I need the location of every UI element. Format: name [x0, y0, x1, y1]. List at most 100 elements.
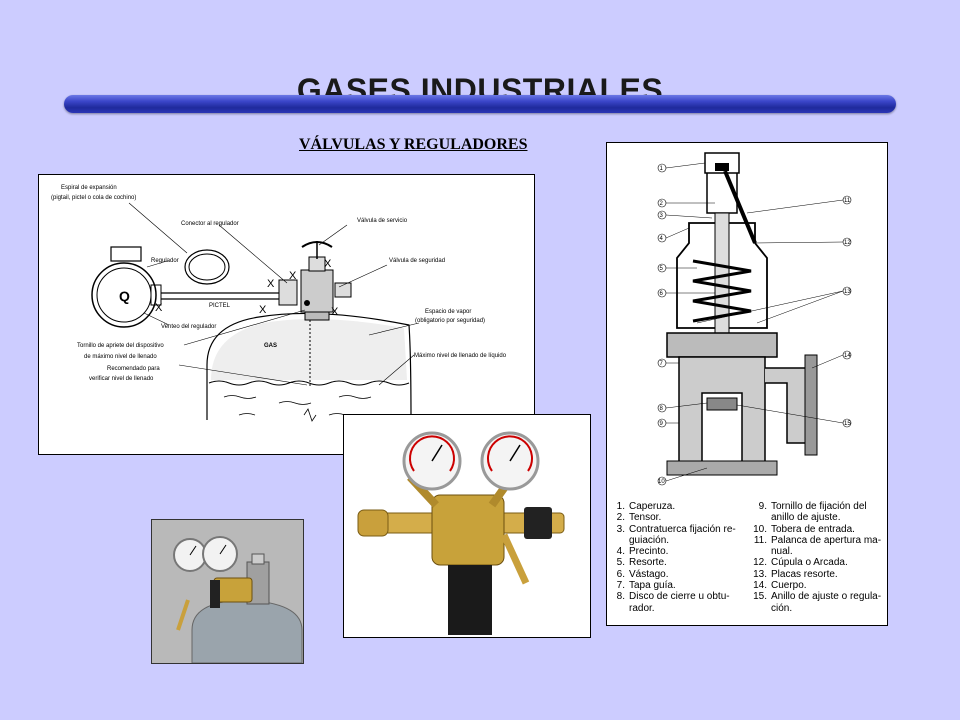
legend-item: 10. Tobera de entrada.: [753, 524, 883, 535]
legend-item-text: ción.: [771, 602, 793, 614]
legend-item-text: Resorte.: [629, 557, 667, 569]
label-gas: GAS: [264, 343, 277, 349]
legend-item-text: Placas resorte.: [771, 568, 838, 580]
legend-item-number: [753, 603, 767, 614]
callout-14: 14: [844, 353, 851, 359]
label-maximo: Máximo nivel de llenado de líquido: [414, 353, 507, 359]
label-espacio-vapor: Espacio de vapor: [425, 309, 471, 315]
legend-item-number: 14.: [753, 580, 767, 592]
legend-item-number: 15.: [753, 591, 767, 603]
legend-item-number: 8.: [616, 591, 625, 603]
legend-item: ción.: [753, 603, 883, 614]
title-underline-bar: [64, 95, 896, 113]
legend-item: anillo de ajuste.: [753, 512, 883, 523]
label-q: Q: [119, 288, 130, 304]
legend-item: rador.: [611, 603, 753, 614]
label-recomendado-1: Recomendado para: [107, 366, 160, 372]
callout-2: 2: [660, 201, 664, 207]
label-valvula-seguridad: Válvula de seguridad: [389, 258, 445, 264]
legend-item-text: rador.: [629, 602, 655, 614]
legend-item: 11. Palanca de apertura ma-: [753, 535, 883, 546]
x-mark: X: [331, 306, 339, 318]
label-recomendado-2: verificar nivel de llenado: [89, 376, 154, 382]
legend-item-number: 5.: [616, 557, 625, 569]
callout-5: 5: [660, 266, 664, 272]
label-valvula-servicio: Válvula de servicio: [357, 218, 408, 224]
legend-item-text: Tornillo de fijación del: [771, 501, 867, 512]
legend-item: nual.: [753, 546, 883, 557]
legend-item-number: [611, 603, 625, 614]
legend-item-number: 11.: [753, 534, 767, 546]
legend-item: 1. Caperuza.: [611, 501, 753, 512]
legend-item-text: Cuerpo.: [771, 580, 807, 592]
legend-item-number: 12.: [753, 557, 767, 569]
legend-item: 2. Tensor.: [611, 512, 753, 523]
label-espiral: Espiral de expansión: [61, 185, 117, 191]
legend-item-number: 6.: [616, 568, 625, 580]
legend-item: 9. Tornillo de fijación del: [753, 501, 883, 512]
legend-column-1: 1. Caperuza. 2. Tensor. 3. Contratuerca fijac…: [611, 501, 753, 614]
label-tornillo-1: Tornillo de apriete del dispositivo: [77, 343, 164, 349]
legend-item: 6.Vástago.: [611, 569, 753, 580]
legend-item: 14. Cuerpo.: [753, 580, 883, 591]
label-regulador: Regulador: [151, 258, 179, 264]
legend-item-text: guiación.: [629, 534, 670, 546]
legend-item: 5. Resorte.: [611, 557, 753, 568]
slide-subtitle: VÁLVULAS Y REGULADORES: [299, 136, 528, 153]
legend-item-text: anillo de ajuste.: [771, 512, 841, 524]
lpg-installation-diagram: Espiral de expansión (pigtail, pictel o …: [38, 174, 535, 455]
legend-item-number: 2.: [616, 512, 625, 524]
legend-item-text: Caperuza.: [629, 501, 676, 512]
label-obligatorio: (obligatorio por seguridad): [415, 318, 485, 324]
callout-9: 9: [660, 421, 664, 427]
legend-item-number: 10.: [753, 523, 767, 535]
legend-item-number: [611, 535, 625, 546]
callout-15: 15: [844, 421, 851, 427]
callout-8: 8: [660, 406, 664, 412]
legend-item-number: 13.: [753, 568, 767, 580]
cylinder-illustration: [152, 520, 303, 663]
callout-13: 13: [844, 289, 851, 295]
callout-11: 11: [844, 198, 851, 204]
legend-item: 13. Placas resorte.: [753, 569, 883, 580]
x-mark: X: [289, 270, 297, 282]
legend-item: 4. Precinto.: [611, 546, 753, 557]
legend-item-text: Tensor.: [629, 512, 662, 524]
legend-item-text: Tobera de entrada.: [771, 523, 855, 535]
diagram-drawing: Espiral de expansión (pigtail, pictel o …: [51, 185, 507, 422]
callout-4: 4: [660, 236, 664, 242]
legend-item-number: 4.: [616, 546, 625, 558]
legend-item-text: Anillo de ajuste o regula-: [771, 591, 882, 603]
label-pictel: PICTEL: [209, 303, 231, 309]
legend-item-number: 1.: [616, 501, 625, 512]
legend-item-number: [753, 546, 767, 557]
legend-item: 7. Tapa guía.: [611, 580, 753, 591]
legend-item-text: Tapa guía.: [629, 580, 676, 592]
legend-item-number: 9.: [758, 501, 767, 512]
callout-1: 1: [660, 166, 664, 172]
legend-item-text: Cúpula o Arcada.: [771, 557, 848, 569]
label-venteo: Venteo del regulador: [161, 324, 216, 330]
legend-item-text: Palanca de apertura ma-: [771, 534, 882, 546]
legend-item-text: Contratuerca fijación re-: [629, 523, 736, 535]
callout-7: 7: [660, 361, 664, 367]
x-mark: X: [267, 278, 275, 290]
regulator-photo-large: [343, 414, 591, 638]
callout-12: 12: [844, 240, 851, 246]
label-conector: Conector al regulador: [181, 221, 239, 227]
callout-3: 3: [660, 213, 664, 219]
callout-10: 10: [658, 479, 665, 485]
safety-valve-cross-section: 1 2 3 4 5 6 7 8 9 10 11 12 13 14 15: [606, 142, 888, 626]
valve-drawing: 1 2 3 4 5 6 7 8 9 10 11 12 13 14 15: [657, 152, 851, 486]
valve-legend: 1. Caperuza. 2. Tensor. 3. Contratuerca fijac…: [611, 501, 883, 614]
legend-item: guiación.: [611, 535, 753, 546]
label-pigtail: (pigtail, pictel o cola de cochino): [51, 195, 136, 201]
legend-item: 3. Contratuerca fijación re-: [611, 524, 753, 535]
callout-6: 6: [660, 291, 664, 297]
legend-item-number: 7.: [616, 580, 625, 592]
legend-item-number: 3.: [616, 523, 625, 535]
legend-item-text: Precinto.: [629, 546, 669, 558]
legend-item-number: [753, 512, 767, 523]
legend-item-text: nual.: [771, 546, 793, 558]
